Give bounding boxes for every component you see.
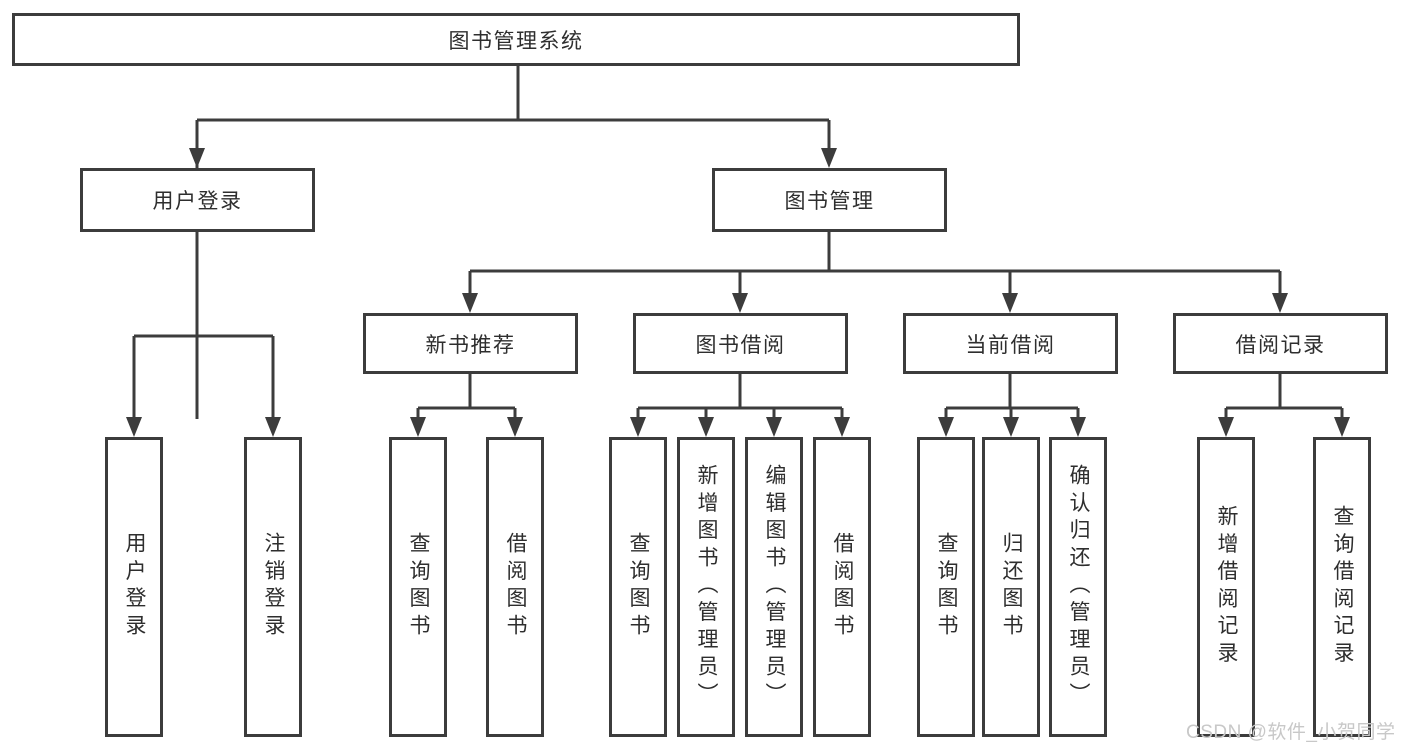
node-current-borrow: 当前借阅 xyxy=(903,313,1118,374)
leaf-confirm-return-admin: 确认归还（管理员） xyxy=(1049,437,1107,737)
leaf-borrow-books: 借阅图书 xyxy=(813,437,871,737)
connector-current-borrow-branch xyxy=(944,374,1080,421)
node-user-login: 用户登录 xyxy=(80,168,315,232)
node-book-management: 图书管理 xyxy=(712,168,947,232)
leaf-query-books-current: 查询图书 xyxy=(917,437,975,737)
leaf-borrow-books-recommend: 借阅图书 xyxy=(486,437,544,737)
node-borrow-records: 借阅记录 xyxy=(1173,313,1388,374)
connector-user-login-branch xyxy=(132,233,275,419)
connector-borrow-record-branch xyxy=(1224,374,1344,421)
connector-new-book-branch xyxy=(416,374,517,421)
leaf-add-book-admin: 新增图书（管理员） xyxy=(677,437,735,737)
leaf-query-borrow-record: 查询借阅记录 xyxy=(1313,437,1371,737)
connector-book-borrow-branch xyxy=(636,374,844,421)
leaf-add-borrow-record: 新增借阅记录 xyxy=(1197,437,1255,737)
csdn-watermark: CSDN @软件_小贺同学 xyxy=(1186,722,1396,743)
leaf-edit-book-admin: 编辑图书（管理员） xyxy=(745,437,803,737)
leaf-query-books-recommend: 查询图书 xyxy=(389,437,447,737)
node-book-borrow: 图书借阅 xyxy=(633,313,848,374)
leaf-user-login: 用户登录 xyxy=(105,437,163,737)
leaf-logout: 注销登录 xyxy=(244,437,302,737)
node-library-system: 图书管理系统 xyxy=(12,13,1020,66)
leaf-query-books-borrow: 查询图书 xyxy=(609,437,667,737)
connector-book-mgmt-branch xyxy=(468,232,1282,295)
leaf-return-books: 归还图书 xyxy=(982,437,1040,737)
node-new-book-recommend: 新书推荐 xyxy=(363,313,578,374)
